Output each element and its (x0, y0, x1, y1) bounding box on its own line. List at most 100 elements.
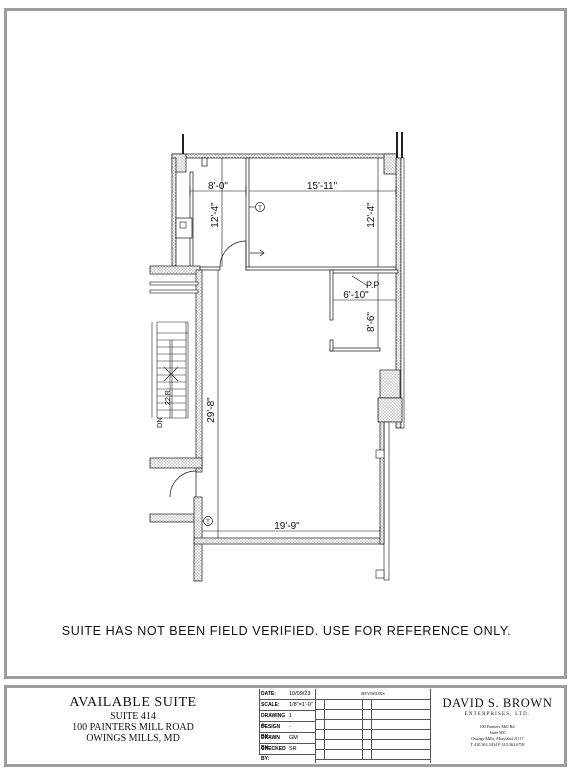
wall-right-jog (377, 397, 403, 423)
info-row-design: DESIGN BY: - (260, 722, 316, 740)
wall-office-right-left (329, 269, 334, 321)
dimension-8-0: 8'-0" (189, 181, 247, 196)
wall-right-lower (379, 419, 385, 545)
dimension-label: 12'-4" (366, 202, 377, 228)
wall-office-upper (245, 266, 397, 271)
firm-phone: T 410.363.3434 F 410.363.6758 (470, 742, 525, 747)
revisions-table: REVISIONS (315, 689, 431, 763)
wall-stair-bottom (149, 457, 203, 469)
wall-office-right-bottom (329, 347, 381, 352)
dimension-label: 6'-10" (343, 290, 369, 301)
door-swing-bottom (169, 470, 197, 498)
door-swing-top (219, 240, 247, 268)
closet-fixture-inner (179, 221, 187, 229)
wall-top (171, 153, 398, 159)
floor-plan: DN 22 R P.P 8'-0" (149, 132, 405, 582)
dimension-12-4-right: 12'-4" (366, 158, 379, 267)
thermostat-lower: T (202, 516, 213, 526)
firm-address-line: Owings Mills, Maryland 21117 (471, 736, 524, 741)
info-row-scale: SCALE: 1/8"=1'-0" (260, 700, 316, 711)
dimension-label: 8'-0" (208, 181, 228, 192)
revisions-title: REVISIONS (316, 689, 430, 700)
wall-interior-partition (245, 157, 250, 271)
thermostat-label: T (206, 520, 210, 526)
street-address: 100 PAINTERS MILL ROAD (72, 722, 194, 733)
info-row-drawing: DRAWING #: 1 (260, 711, 316, 729)
firm-address: 100 Painters Mill Rd. Suite 900 Owings M… (431, 724, 564, 748)
firm-subtitle: ENTERPRISES, LTD. (464, 712, 531, 717)
wall-left-upper (171, 157, 177, 271)
wall-office-right-return (329, 339, 334, 352)
info-row-checked: CHECKED BY: SR (260, 744, 316, 762)
firm-info: DAVID S. BROWN ENTERPRISES, LTD. 100 Pai… (431, 688, 564, 764)
wall-bottom (193, 537, 385, 545)
revision-row (316, 710, 430, 720)
info-label: DRAWN BY: (261, 735, 280, 751)
city-state: OWINGS MILLS, MD (86, 733, 180, 744)
stair-risers-label: 22 R (165, 390, 172, 405)
suite-heading: AVAILABLE SUITE (69, 695, 197, 710)
suite-info: AVAILABLE SUITE SUITE 414 100 PAINTERS M… (7, 688, 259, 764)
window-right-upper (400, 157, 405, 429)
wall-top-right-stub-1 (396, 132, 398, 158)
wall-top-left-stub (182, 134, 184, 156)
pier-1 (375, 449, 385, 459)
dimension-label: 12'-4" (210, 202, 221, 228)
firm-address-line: Suite 900 (489, 730, 506, 735)
wall-stair-inner-2 (149, 289, 199, 294)
drawing-info-table: DATE: 10/09/23 SCALE: 1/8"=1'-0" DRAWING… (259, 689, 316, 762)
suite-number: SUITE 414 (110, 711, 156, 722)
window-right-lower (383, 419, 390, 581)
wall-stair-top (149, 265, 201, 275)
wall-stair-right (195, 269, 203, 473)
info-label: SCALE: (261, 702, 280, 708)
dimension-label: 29'-8" (206, 397, 217, 423)
info-label: DESIGN BY: (261, 724, 281, 740)
firm-name: DAVID S. BROWN (442, 696, 553, 710)
arrow-head (259, 249, 265, 257)
dimension-label: 15'-11" (307, 181, 338, 192)
info-value: - (289, 724, 291, 730)
wall-office-right-top (329, 269, 399, 274)
revision-row (316, 730, 430, 740)
info-label: DATE: (261, 691, 276, 697)
thermostat-upper: T (249, 202, 265, 212)
pier-2 (375, 569, 385, 579)
dimension-19-9: 19'-9" (202, 521, 381, 536)
title-block: AVAILABLE SUITE SUITE 414 100 PAINTERS M… (4, 685, 567, 767)
dimension-label: 19'-9" (274, 521, 300, 532)
info-row-drawn: DRAWN BY: GM (260, 733, 316, 751)
info-label: DRAWING #: (261, 713, 286, 729)
dimension-8-6: 8'-6" (366, 273, 379, 348)
disclaimer-note: SUITE HAS NOT BEEN FIELD VERIFIED. USE F… (61, 624, 512, 638)
info-label: CHECKED BY: (261, 746, 286, 762)
dimension-29-8: 29'-8" (206, 270, 219, 538)
wall-lower-left-stub (149, 513, 199, 523)
info-value: 10/09/23 (289, 691, 311, 697)
column-small (201, 157, 208, 167)
plan-frame (4, 8, 567, 679)
dimension-15-11: 15'-11" (249, 181, 397, 196)
info-value: SR (289, 746, 297, 752)
revision-row (316, 700, 430, 710)
info-value: 1 (289, 713, 293, 719)
wall-corner-top-right (383, 153, 398, 175)
info-value: 1/8"=1'-0" (289, 702, 313, 708)
info-value: GM (289, 735, 298, 741)
wall-top-right-stub-2 (401, 132, 403, 158)
revision-row (316, 750, 430, 760)
stair-dn-label: DN (155, 417, 164, 428)
dimension-12-4-left: 12'-4" (210, 158, 223, 267)
pipe-leader (351, 275, 369, 287)
info-row-date: DATE: 10/09/23 (260, 689, 316, 700)
dimension-label: 8'-6" (366, 312, 377, 332)
stair-treads (151, 321, 189, 419)
column-right (379, 369, 401, 399)
revision-row (316, 740, 430, 750)
dimension-6-10: 6'-10" (333, 290, 396, 301)
revision-row (316, 720, 430, 730)
wall-stair-inner-1 (149, 281, 199, 286)
firm-address-line: 100 Painters Mill Rd. (479, 724, 516, 729)
pipe-label: P.P (366, 280, 379, 290)
